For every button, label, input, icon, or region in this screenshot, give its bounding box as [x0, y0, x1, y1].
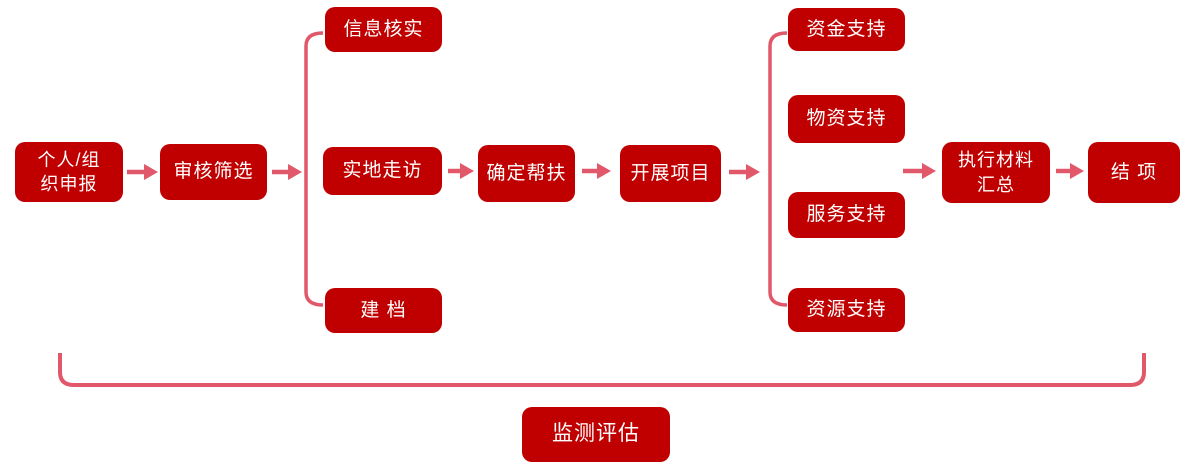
node-service: 服务支持: [788, 192, 905, 238]
bracket-right: [768, 31, 788, 307]
node-fund: 资金支持: [788, 8, 905, 51]
node-resource: 资源支持: [788, 288, 905, 332]
node-material: 物资支持: [788, 95, 905, 143]
node-summary: 执行材料 汇总: [942, 142, 1050, 203]
arrow-confirm-launch: [582, 163, 611, 179]
node-closure: 结 项: [1088, 142, 1180, 203]
bracket-bottom: [58, 353, 1146, 387]
arrow-visit-confirm: [448, 163, 474, 179]
node-verify: 信息核实: [325, 7, 442, 52]
arrow-launch-branch: [729, 164, 760, 180]
node-visit: 实地走访: [323, 147, 442, 195]
node-review: 审核筛选: [160, 144, 267, 200]
node-apply: 个人/组 织申报: [15, 142, 123, 202]
node-archive: 建 档: [325, 288, 442, 333]
node-confirm: 确定帮扶: [478, 145, 575, 202]
arrow-apply-review: [127, 164, 158, 180]
arrow-review-branch: [272, 164, 302, 180]
arrow-supports-summary: [903, 163, 936, 179]
node-launch: 开展项目: [620, 145, 721, 202]
arrow-summary-closure: [1056, 163, 1084, 179]
node-monitor: 监测评估: [522, 407, 670, 462]
bracket-left: [304, 31, 324, 307]
